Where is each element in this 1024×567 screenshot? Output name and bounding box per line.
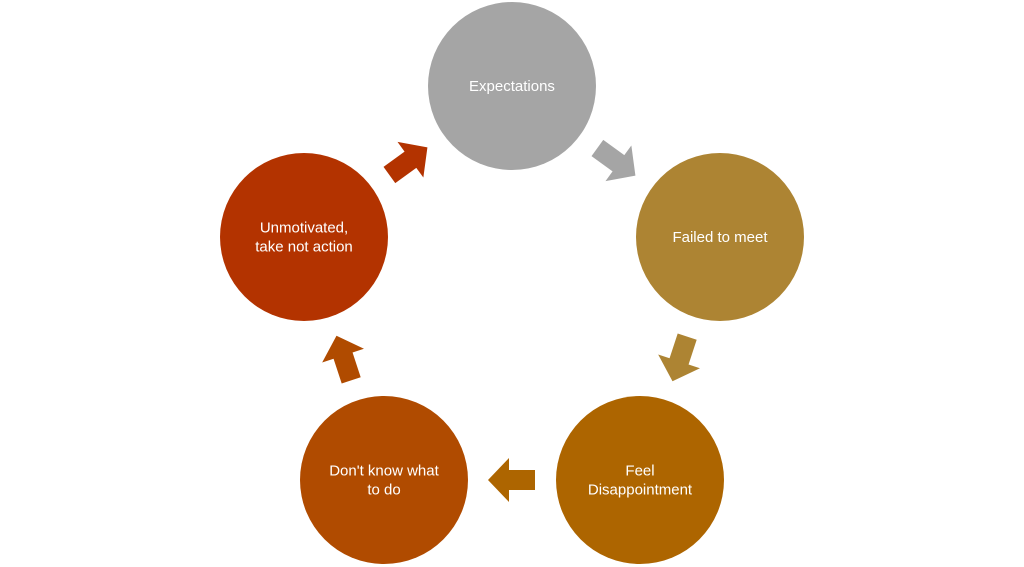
node-circle: [300, 396, 468, 564]
node-label: take not action: [255, 239, 353, 256]
arrow-unmotivated-to-expectations: [383, 141, 428, 184]
node-circle: [428, 2, 596, 170]
arrow-feel-disappointment-to-dont-know-what-to-do: [488, 458, 535, 502]
node-label: Feel: [625, 463, 654, 480]
arrow-shape: [658, 333, 700, 382]
node-failed-to-meet: Failed to meet: [636, 153, 804, 321]
arrow-shape: [591, 139, 636, 182]
arrow-failed-to-meet-to-feel-disappointment: [658, 333, 700, 382]
node-circle: [636, 153, 804, 321]
node-label: to do: [367, 482, 400, 499]
node-dont-know-what-to-do: Don't know what to do: [300, 396, 468, 564]
arrow-dont-know-what-to-do-to-unmotivated: [322, 335, 364, 384]
node-label: Failed to meet: [672, 229, 768, 246]
arrows-layer: [322, 139, 700, 502]
node-unmotivated: Unmotivated, take not action: [220, 153, 388, 321]
node-label: Don't know what: [329, 463, 439, 480]
node-circle: [220, 153, 388, 321]
arrow-expectations-to-failed-to-meet: [591, 139, 636, 182]
node-expectations: Expectations: [428, 2, 596, 170]
node-circle: [556, 396, 724, 564]
arrow-shape: [383, 141, 428, 184]
arrow-shape: [488, 458, 535, 502]
node-label: Disappointment: [588, 482, 693, 499]
node-label: Unmotivated,: [260, 220, 348, 237]
arrow-shape: [322, 335, 364, 384]
node-label: Expectations: [469, 78, 555, 95]
